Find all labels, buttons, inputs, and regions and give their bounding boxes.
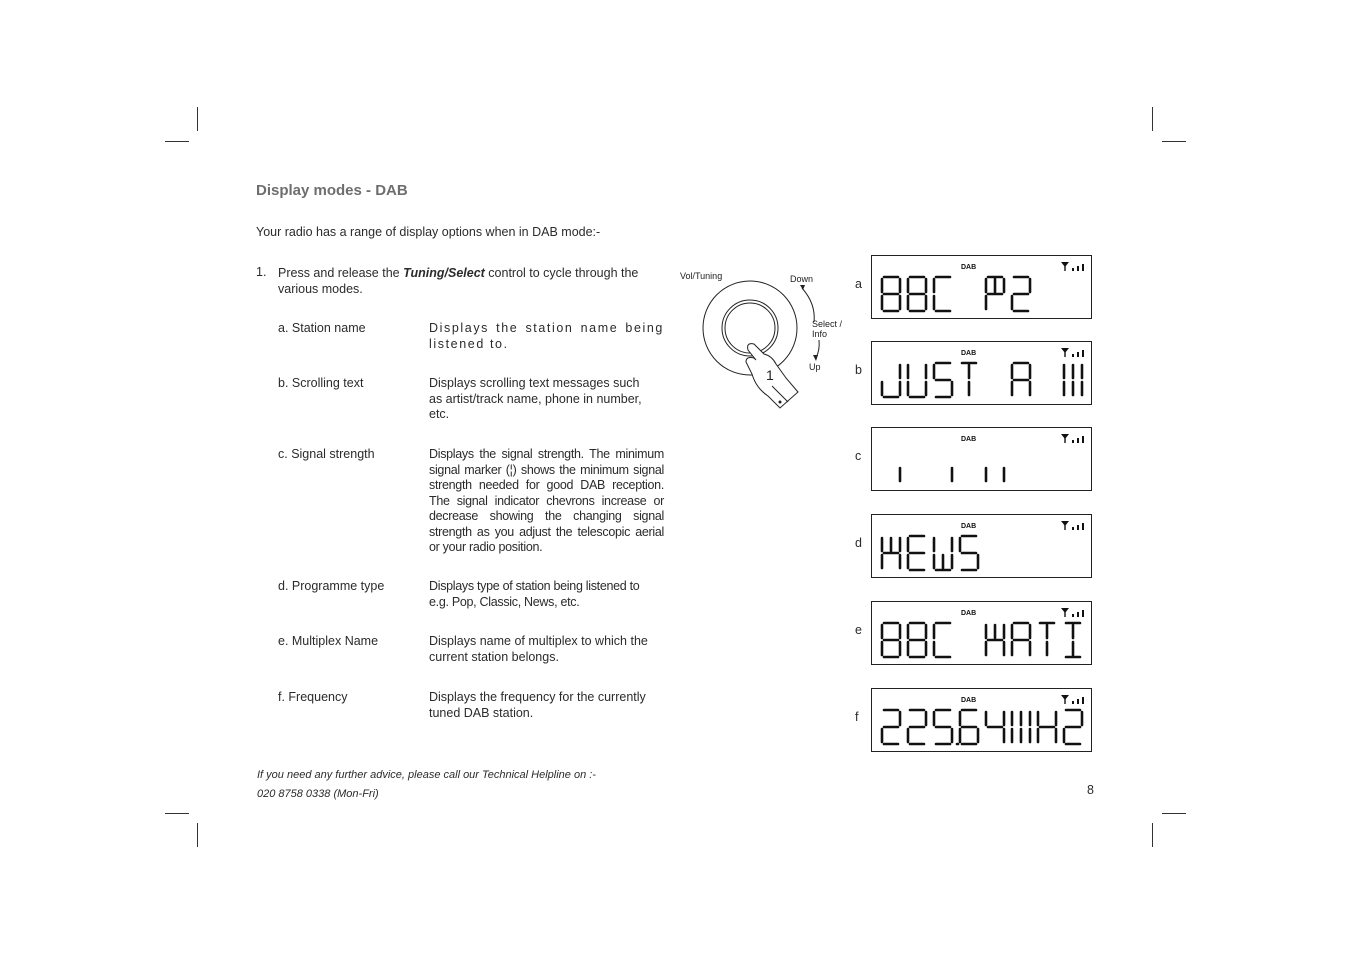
crop-mark: [1162, 141, 1186, 142]
select-label: Select /: [812, 319, 843, 329]
down-label: Down: [790, 274, 813, 284]
lcd-display-e: DAB: [871, 601, 1092, 665]
lcd-display-f: DAB: [871, 688, 1092, 752]
step-text-after: control to cycle through the various mod…: [278, 266, 639, 296]
lcd-display-d: DAB: [871, 514, 1092, 578]
mode-desc-signal-strength: Displays the signal strength. The minimu…: [429, 447, 664, 554]
dab-badge: DAB: [961, 523, 976, 530]
helpline-text: If you need any further advice, please c…: [257, 769, 596, 781]
dab-badge: DAB: [961, 264, 976, 271]
display-letter-b: b: [855, 363, 862, 377]
page-title: Display modes - DAB: [256, 182, 408, 199]
helpline-number: 020 8758 0338 (Mon-Fri): [257, 788, 379, 800]
dab-badge: DAB: [961, 610, 976, 617]
display-letter-f: f: [855, 710, 859, 724]
crop-mark: [1162, 813, 1186, 814]
step-number: 1.: [256, 265, 267, 279]
info-label: Info: [812, 329, 827, 339]
mode-desc-frequency: Displays the frequency for the currently…: [429, 690, 646, 720]
crop-mark: [197, 107, 198, 131]
up-label: Up: [809, 362, 821, 372]
display-letter-d: d: [855, 536, 862, 550]
intro-text: Your radio has a range of display option…: [256, 225, 601, 239]
crop-mark: [1152, 823, 1153, 847]
control-name: Tuning/Select: [403, 266, 485, 280]
signal-strength-icon: [1061, 434, 1084, 443]
crop-mark: [165, 141, 189, 142]
up-arrowhead-icon: [813, 355, 818, 361]
lcd-display-c: DAB: [871, 427, 1092, 491]
mode-label-multiplex-name: e. Multiplex Name: [278, 634, 379, 648]
mode-label-station-name: a. Station name: [278, 321, 366, 335]
pointing-hand-icon: [745, 343, 799, 409]
dab-badge: DAB: [961, 350, 976, 357]
vol-tuning-label: Vol/Tuning: [680, 271, 722, 281]
signal-strength-icon: [1061, 262, 1084, 271]
mode-label-scrolling-text: b. Scrolling text: [278, 376, 364, 390]
mode-desc-station-name: Displays the station name being listened…: [429, 321, 664, 351]
step-text-before: Press and release the: [278, 266, 404, 280]
mode-label-frequency: f. Frequency: [278, 690, 348, 704]
lcd-display-b: DAB: [871, 341, 1092, 405]
signal-strength-icon: [1061, 521, 1084, 530]
display-letter-a: a: [855, 277, 862, 291]
mode-desc-programme-type: Displays type of station being listened …: [429, 579, 640, 609]
step-text: Press and release the Tuning/Select cont…: [278, 265, 648, 297]
mode-label-signal-strength: c. Signal strength: [278, 447, 375, 461]
tuning-knob-diagram: Vol/Tuning Down Select / Info Up 1: [680, 271, 843, 409]
dab-badge: DAB: [961, 436, 976, 443]
knob-outer-ring: [702, 280, 798, 376]
signal-strength-icon: [1061, 348, 1084, 357]
crop-mark: [165, 813, 189, 814]
dab-badge: DAB: [961, 697, 976, 704]
display-letter-e: e: [855, 623, 862, 637]
page-number: 8: [1087, 783, 1094, 797]
mode-desc-scrolling-text: Displays scrolling text messages such as…: [429, 376, 642, 421]
mode-label-programme-type: d. Programme type: [278, 579, 385, 593]
lcd-display-a: DAB: [871, 255, 1092, 319]
down-arrowhead-icon: [800, 285, 805, 290]
knob-inner-ring: [721, 299, 779, 357]
signal-strength-icon: [1061, 608, 1084, 617]
display-letter-c: c: [855, 449, 862, 463]
step-marker: 1: [766, 367, 774, 383]
mode-desc-multiplex-name: Displays name of multiplex to which the …: [429, 634, 648, 664]
crop-mark: [1152, 107, 1153, 131]
down-arrow-icon: [801, 287, 815, 323]
signal-strength-icon: [1061, 695, 1084, 704]
crop-mark: [197, 823, 198, 847]
